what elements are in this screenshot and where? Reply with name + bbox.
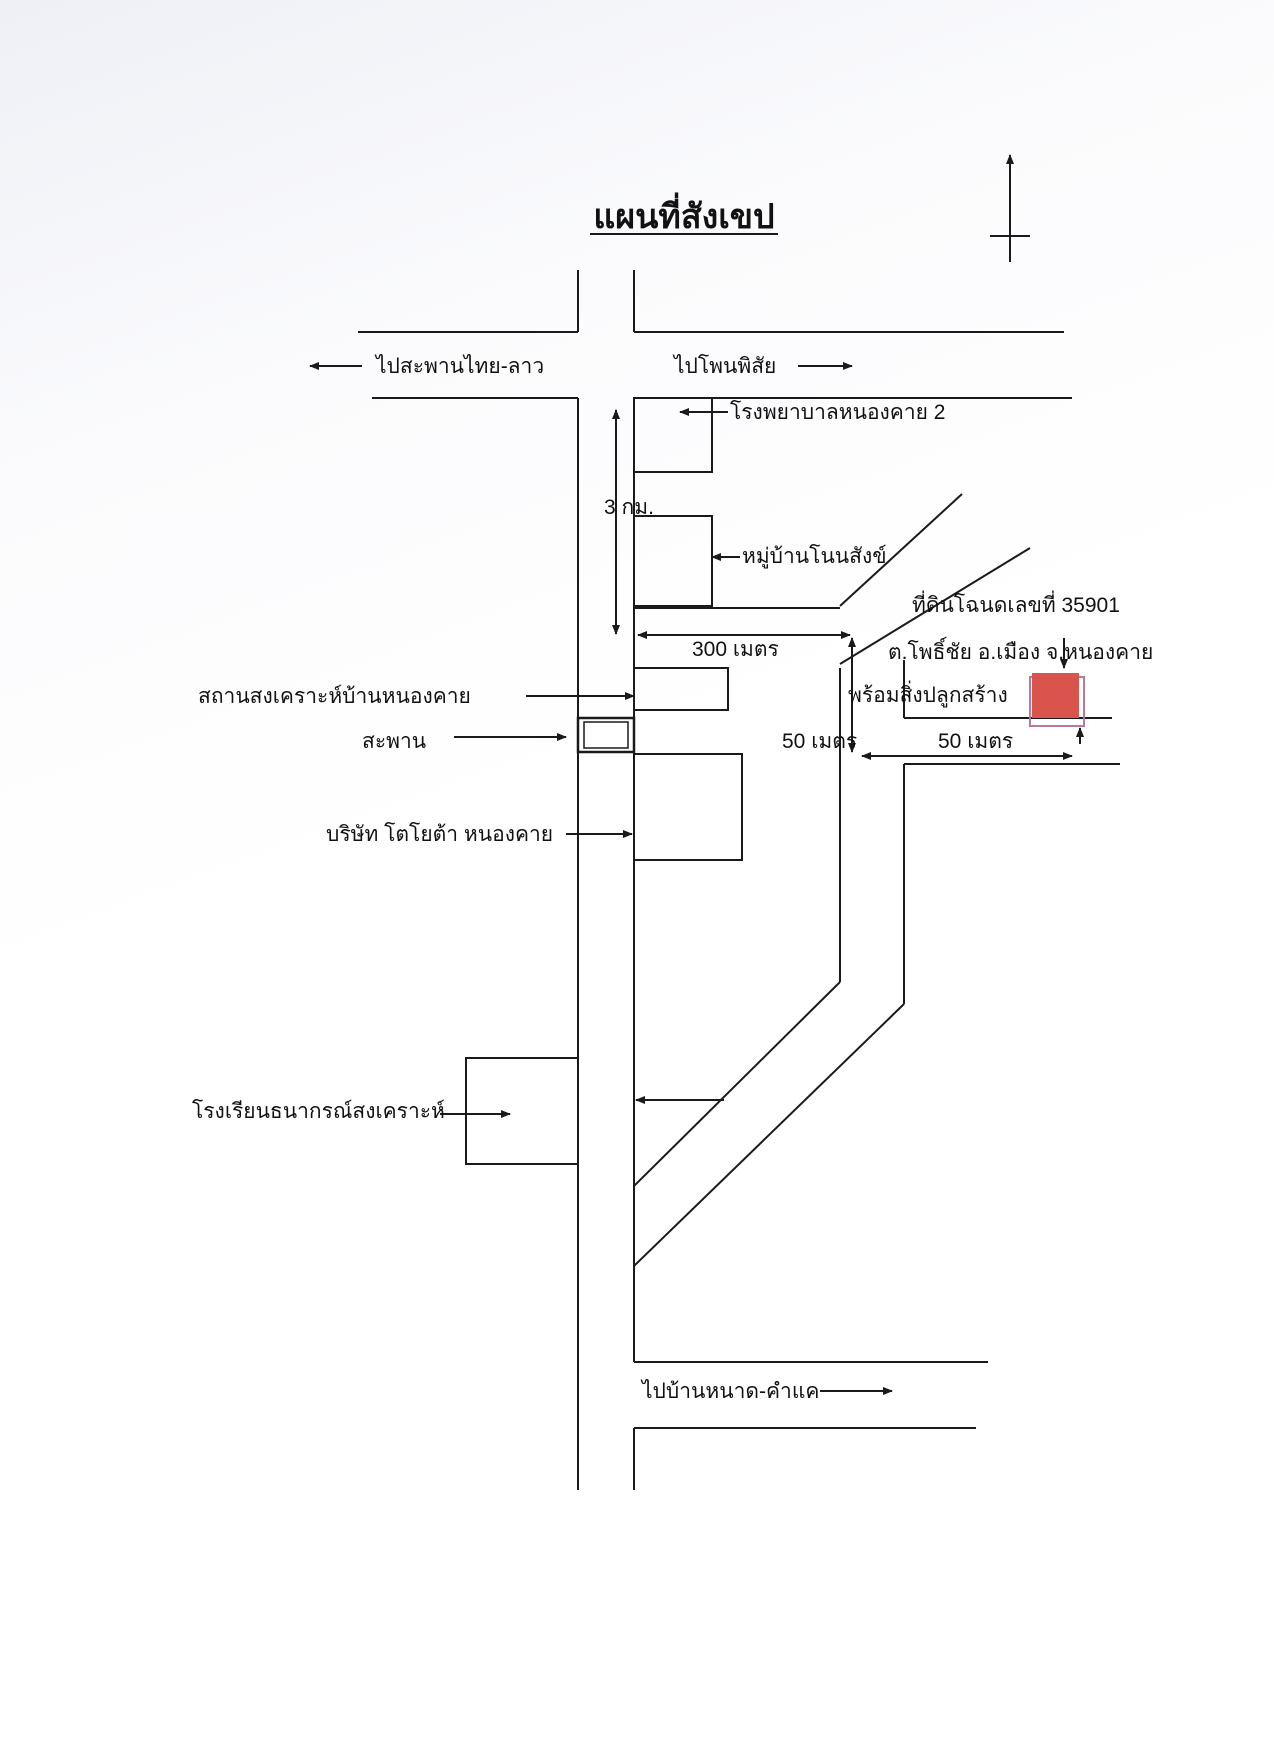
village-building [633,515,713,607]
label-deed-line2: ต.โพธิ์ชัย อ.เมือง จ.หนองคาย [888,636,1153,664]
label-distance-50m-horizontal: 50 เมตร [938,730,1013,753]
label-to-phon-phisai: ไปโพนพิสัย [672,354,776,378]
bottom-cross-road [634,1361,988,1429]
label-deed-line1: ที่ดินโฉนดเลขที่ 35901 [912,590,1120,617]
label-to-bridge: ไปสะพานไทย-ลาว [374,354,544,378]
label-school: โรงเรียนธนากรณ์สงเคราะห์ [192,1099,445,1123]
dimension-50m-horizontal [861,727,1084,760]
label-village: หมู่บ้านโนนสังข์ [742,544,887,569]
hospital-building [633,397,713,473]
target-plot-marker [1029,673,1085,727]
label-distance-3km: 3 กม. [604,496,654,519]
main-road [577,270,635,1490]
side-road [633,493,1120,1267]
toyota-building [633,753,743,861]
label-to-ban-nat: ไปบ้านหนาด-คำแค [640,1379,819,1403]
welfare-station-building [633,667,729,711]
label-hospital: โรงพยาบาลหนองคาย 2 [730,400,945,424]
label-toyota: บริษัท โตโยต้า หนองคาย [326,822,553,846]
label-distance-50m-vertical: 50 เมตร [782,730,857,753]
label-distance-300m: 300 เมตร [692,638,779,661]
bridge-symbol [576,716,636,754]
label-bridge: สะพาน [362,730,426,753]
label-welfare-station: สถานสงเคราะห์บ้านหนองคาย [198,684,471,708]
school-building [465,1057,579,1165]
map-title: แผนที่สังเขป [593,192,774,236]
north-arrow-icon [990,154,1030,262]
label-deed-line3: พร้อมสิ่งปลูกสร้าง [848,680,1008,708]
